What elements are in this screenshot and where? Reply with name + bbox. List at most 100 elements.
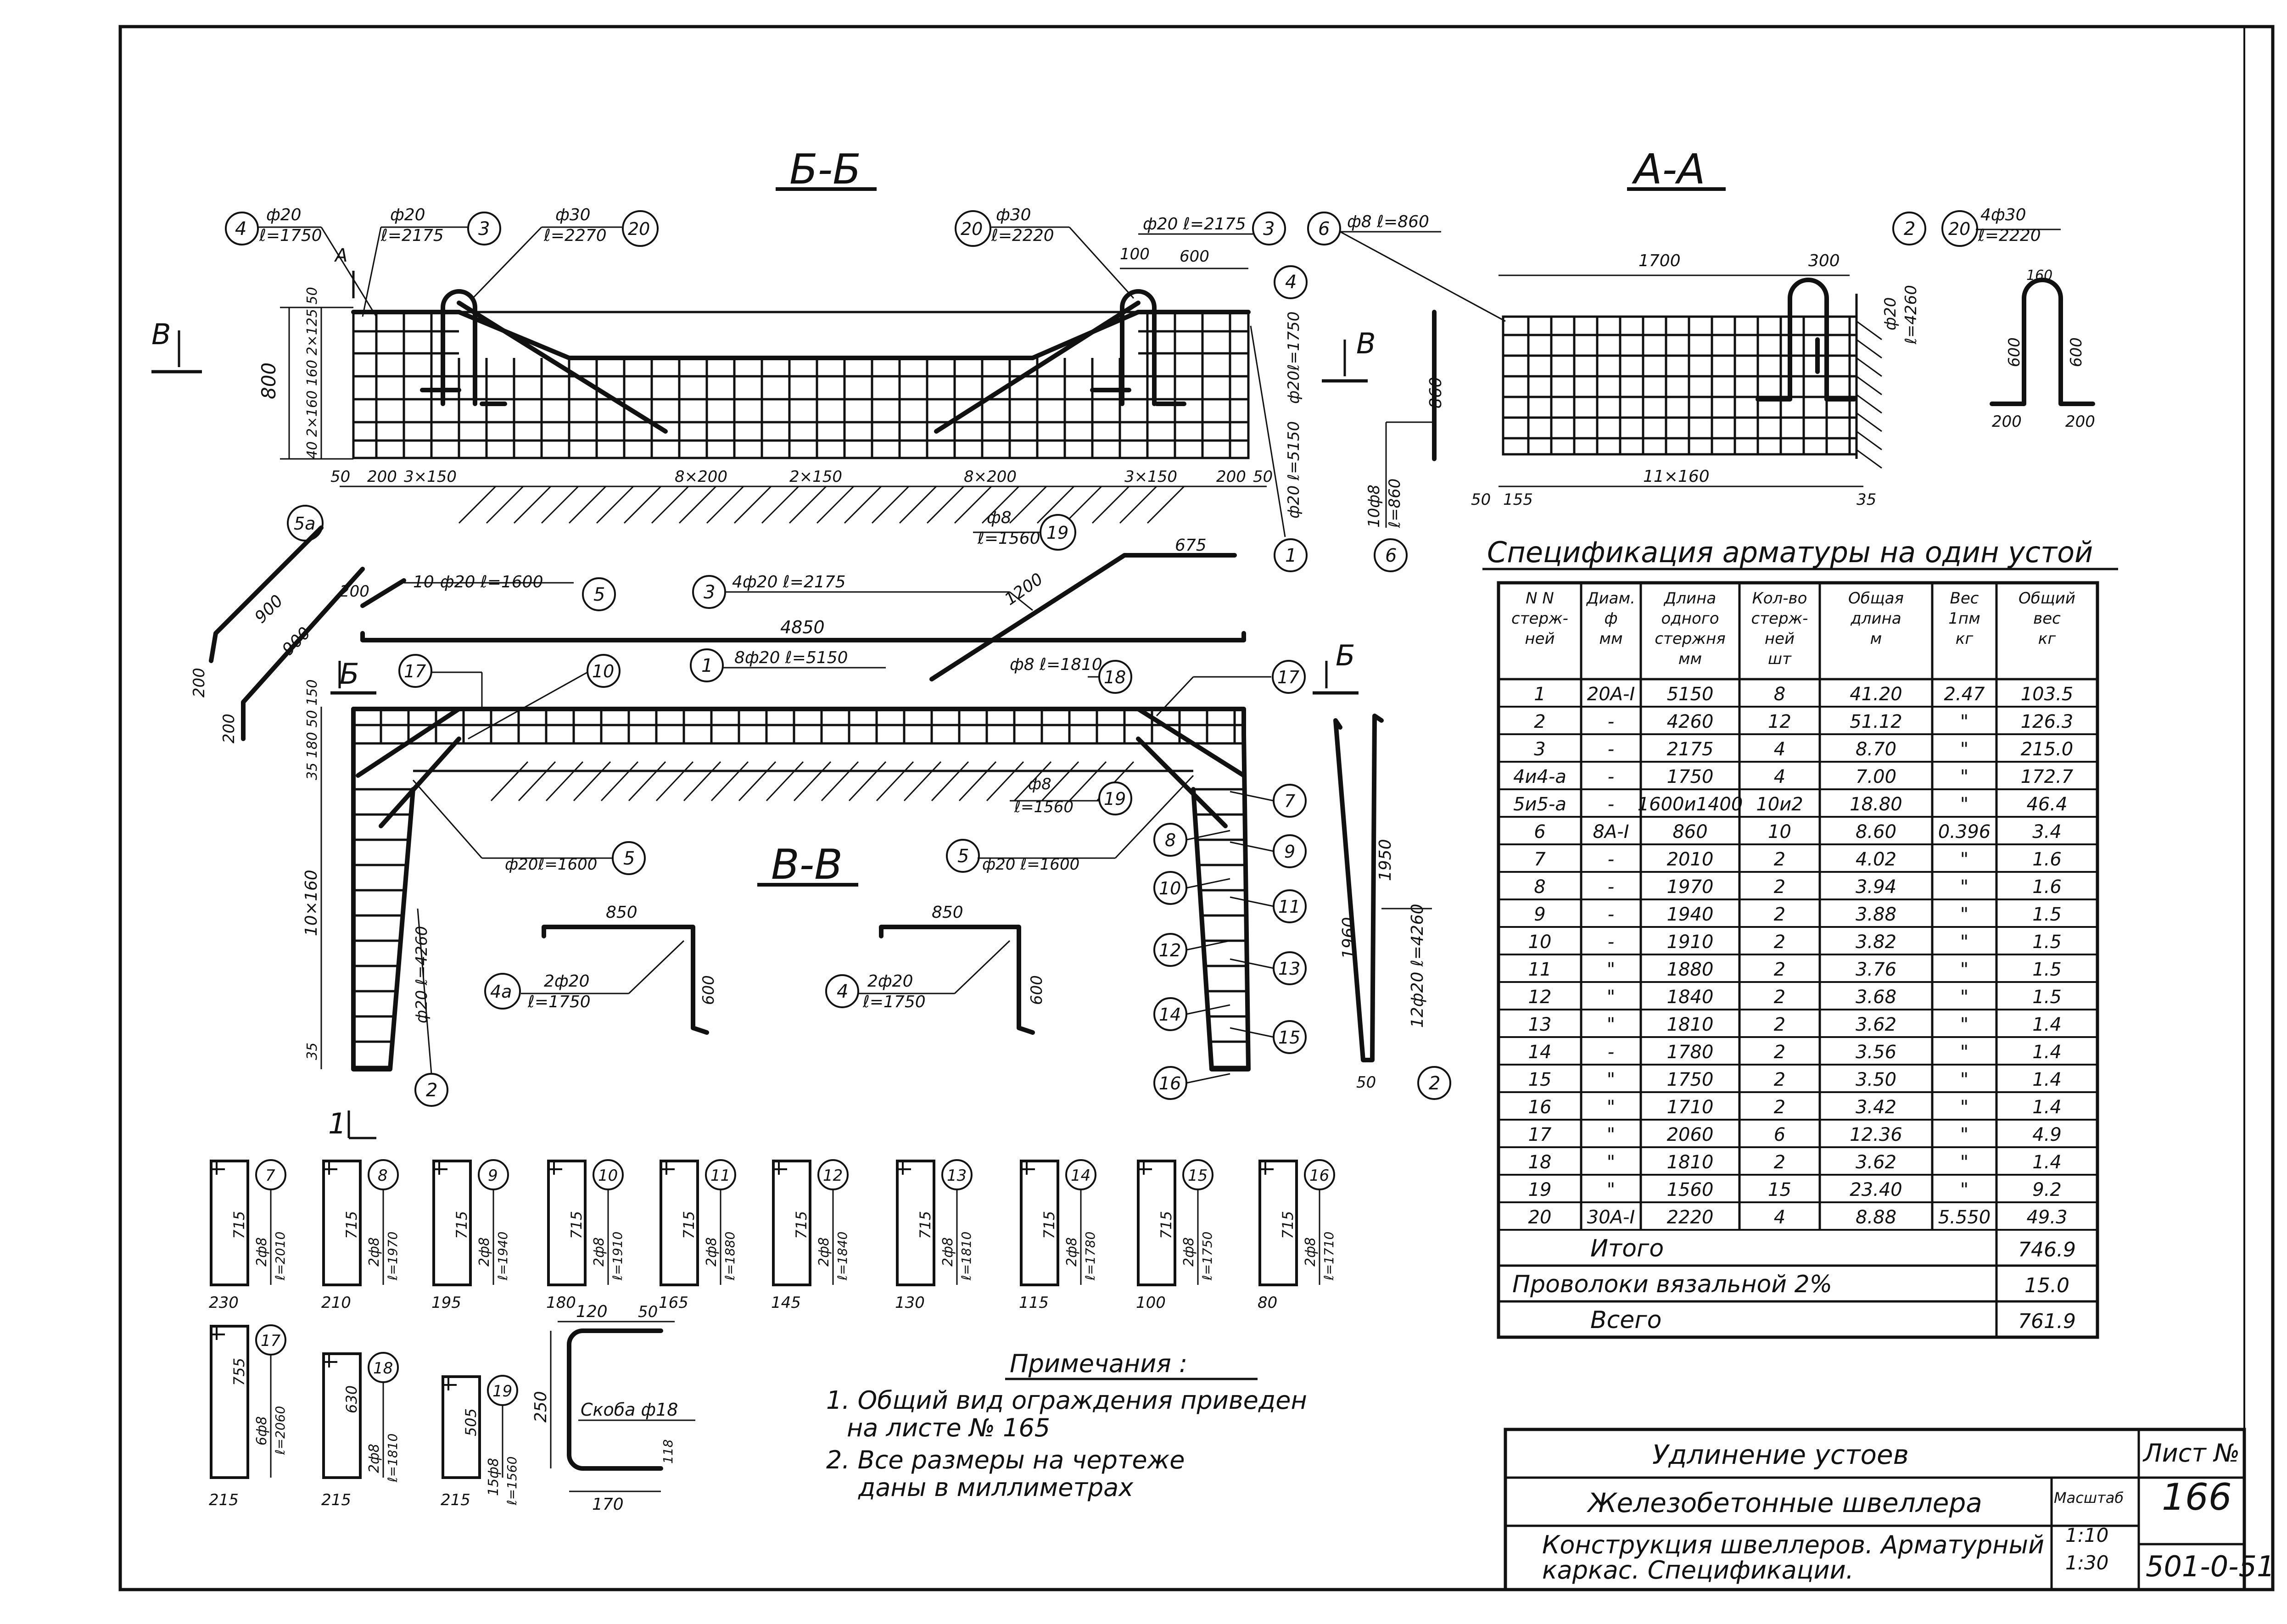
spec-cell: 3.62 [1856,1014,1896,1035]
spec-cell: 1810 [1667,1152,1714,1173]
spec-cell: 1.4 [2032,1069,2062,1090]
stirrup-len: ℓ=1750 [1200,1232,1215,1281]
skoba-170: 170 [592,1495,624,1514]
stirrup-len: ℓ=1560 [504,1457,520,1506]
bb-dim-bottom: 50 [330,468,350,486]
stirrup-callout: 17 [261,1332,281,1350]
vv-side-callout: 7 [1284,791,1295,811]
spec-cell: 3.50 [1856,1069,1896,1090]
spec-cell: 20А-I [1587,684,1635,705]
spec-header: мм [1678,650,1702,668]
bb-callout-3-diam: ф20 [390,206,425,224]
bb-callout-3-right: 3 [1263,218,1275,240]
stirrup-len: ℓ=1810 [385,1434,400,1483]
spec-cell: - [1608,794,1614,815]
stirrup-callout: 16 [1309,1166,1329,1185]
spec-cell: 2 [1774,849,1785,870]
stirrup-shape [1137,1160,1176,1286]
stirrup-shape [210,1325,249,1479]
stirrup-shape [660,1160,699,1286]
spec-header: стержня [1655,630,1725,648]
spec-header: N N [1526,589,1554,608]
stirrup-height: 630 [343,1385,360,1413]
spec-cell: " [1960,987,1968,1008]
spec-cell: 14 [1528,1042,1552,1063]
spec-cell: 4.9 [2032,1124,2062,1145]
spec-header: Общий [2019,589,2075,608]
spec-cell: 126.3 [2021,711,2074,732]
aa-dim-50: 50 [1471,491,1491,509]
spec-cell: 172.7 [2021,766,2074,787]
stirrup-count: 2ф8 [1303,1237,1319,1267]
spec-cell: " [1960,904,1968,925]
stirrup-height: 715 [453,1211,470,1239]
skoba-50: 50 [638,1303,658,1321]
spec-cell: 41.20 [1850,684,1902,705]
spec-cell: 1940 [1667,904,1714,925]
spec-cell: 1.4 [2032,1097,2062,1118]
spec-cell: 2.47 [1944,684,1985,705]
vv-callout-5b: 5 [957,846,969,867]
section-aa-title: А-А [1632,145,1705,194]
spec-cell: " [1960,1124,1968,1145]
vv-callout-19: 19 [1104,789,1126,809]
stirrup-len: ℓ=2010 [273,1232,288,1281]
spec-cell: 2 [1774,1042,1785,1063]
stirrup-count: 2ф8 [591,1237,607,1267]
bb-callout-1-right: 1 [1285,545,1297,566]
note-2b: даны в миллиметрах [858,1473,1134,1502]
bar6-dim-860: 860 [1426,377,1445,408]
spec-header: м [1870,630,1882,648]
spec-cell: 860 [1672,821,1707,843]
spec-cell: " [1607,1179,1615,1200]
spec-cell: 2060 [1667,1124,1714,1145]
spec-cell: 2220 [1667,1207,1714,1228]
spec-header: длина [1850,609,1901,628]
sheet-frame [118,25,2275,1591]
stirrup-len: ℓ=1880 [722,1232,738,1281]
spec-title: Спецификация арматуры на один устой [1487,536,2093,569]
spec-cell: 1.6 [2032,849,2062,870]
stirrup-width: 115 [1019,1294,1049,1312]
spec-cell: 19 [1528,1179,1552,1200]
spec-header: Диам. [1586,589,1635,608]
aa-dim-1700: 1700 [1638,251,1681,270]
spec-cell: 215.0 [2021,739,2074,760]
skoba-250: 250 [531,1391,550,1423]
stirrup-width: 230 [209,1294,239,1312]
tb-sheet-label: Лист № [2142,1439,2240,1468]
spec-cell: 3 [1534,739,1545,760]
spec-cell: " [1607,1152,1615,1173]
stirrup-len: ℓ=1710 [1321,1232,1336,1281]
vv-19-diam: ф8 [1028,775,1051,793]
skoba-118: 118 [660,1440,676,1464]
spec-cell: 8.70 [1856,739,1896,760]
stirrup-callout: 18 [373,1359,393,1378]
stirrup-shape [1020,1160,1059,1286]
spec-cell: 2 [1534,711,1545,732]
spec-footer-value: 15.0 [2024,1274,2069,1297]
section-vv-title: В-В [771,841,843,889]
spec-cell: " [1960,1069,1968,1090]
spec-cell: " [1960,711,1968,732]
skoba-120: 120 [576,1302,608,1321]
stirrup-count: 2ф8 [816,1237,832,1267]
spec-cell: 2 [1774,987,1785,1008]
stirrup-shape [432,1160,472,1286]
spec-cell: 15 [1768,1179,1791,1200]
spec-cell: 3.94 [1856,876,1896,898]
stirrup-shape [772,1160,811,1286]
spec-cell: 5.550 [1938,1207,1991,1228]
section-bb: Б-Б [151,145,1445,572]
stirrup-len: ℓ=2060 [273,1406,288,1455]
stirrup-count: 15ф8 [486,1458,502,1496]
bb-callout-4-diam: ф20 [266,206,302,224]
stirrup-callout: 15 [1188,1166,1208,1185]
spec-cell: 51.12 [1850,711,1902,732]
bar-3-callout: 3 [704,582,715,603]
spec-cell: 3.56 [1856,1042,1896,1063]
bb-callout-3-len: ℓ=2175 [380,226,444,245]
